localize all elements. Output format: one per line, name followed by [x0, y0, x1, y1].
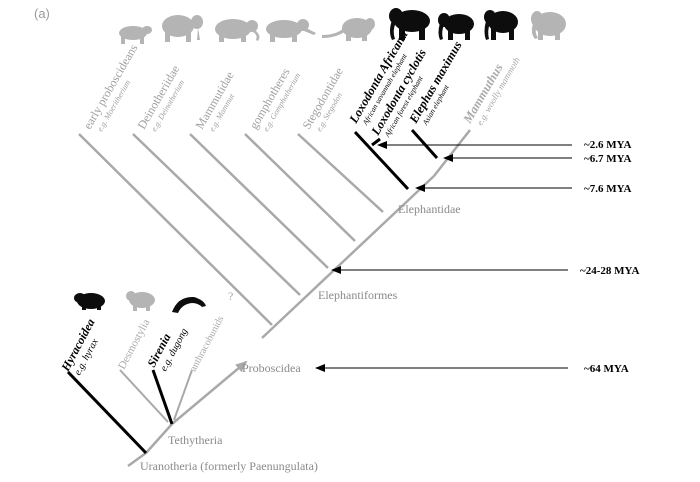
moeritherium-silhouette	[119, 26, 152, 44]
lower-silhouettes	[74, 291, 206, 313]
tree-branches	[66, 129, 471, 468]
branch-stegodontidae	[297, 133, 384, 213]
deinotherium-silhouette	[162, 15, 203, 42]
node-elephantidae: Elephantidae	[398, 202, 461, 216]
date-7-6-mya: ~7.6 MYA	[584, 183, 632, 195]
trunk-crown	[261, 175, 435, 339]
panel-label: (a)	[34, 6, 50, 21]
node-labels: Elephantidae Elephantiformes Proboscidea…	[140, 202, 461, 473]
node-tethytheria: Tethytheria	[168, 433, 223, 447]
branch-loxodonta-africana	[353, 130, 410, 191]
branch-hyracoidea	[66, 370, 148, 455]
date-6-7-mya: ~6.7 MYA	[584, 153, 632, 165]
node-elephantiformes: Elephantiformes	[318, 288, 398, 302]
branch-sirenia	[151, 369, 174, 425]
date-64-mya: ~64 MYA	[584, 363, 629, 375]
branch-early-proboscideans	[78, 133, 273, 326]
desmostylian-silhouette	[126, 291, 155, 311]
branch-mammuthus	[433, 129, 471, 177]
branch-elephas-maximus	[410, 129, 439, 159]
label-anthracobunids: anthracobunids	[188, 314, 226, 373]
date-24-28-mya: ~24-28 MYA	[580, 265, 639, 277]
branch-deinotheriidae	[132, 133, 301, 296]
stegodon-silhouette	[322, 18, 375, 41]
african-forest-elephant-silhouette	[438, 13, 474, 40]
trunk-tethytheria	[145, 423, 173, 454]
branch-desmostylia	[119, 369, 169, 423]
hyrax-silhouette	[74, 293, 105, 310]
african-savannah-elephant-silhouette	[389, 8, 430, 40]
unknown-mark: ?	[228, 289, 233, 303]
date-arrows	[315, 141, 572, 372]
branch-mammutidae	[189, 133, 329, 269]
asian-elephant-silhouette	[484, 10, 518, 40]
date-2-6-mya: ~2.6 MYA	[584, 139, 632, 151]
date-labels: ~2.6 MYA ~6.7 MYA ~7.6 MYA ~24-28 MYA ~6…	[580, 139, 639, 375]
trunk-uranotheria	[127, 451, 147, 468]
silhouette-row	[119, 8, 566, 44]
woolly-mammoth-silhouette	[531, 11, 566, 40]
node-uranotheria: Uranotheria (formerly Paenungulata)	[140, 459, 318, 473]
branch-loxodonta-cyclotis	[371, 137, 381, 147]
mammut-silhouette	[215, 19, 260, 42]
branch-gomphotheres	[244, 133, 356, 242]
trunk-proboscidea	[171, 360, 248, 425]
dugong-silhouette	[172, 296, 206, 313]
node-proboscidea: Proboscidea	[242, 361, 301, 375]
gomphotherium-silhouette	[266, 19, 316, 42]
taxon-labels: early proboscideans e.g. Moeritherium De…	[80, 28, 522, 139]
branch-anthracobunids	[173, 369, 193, 421]
